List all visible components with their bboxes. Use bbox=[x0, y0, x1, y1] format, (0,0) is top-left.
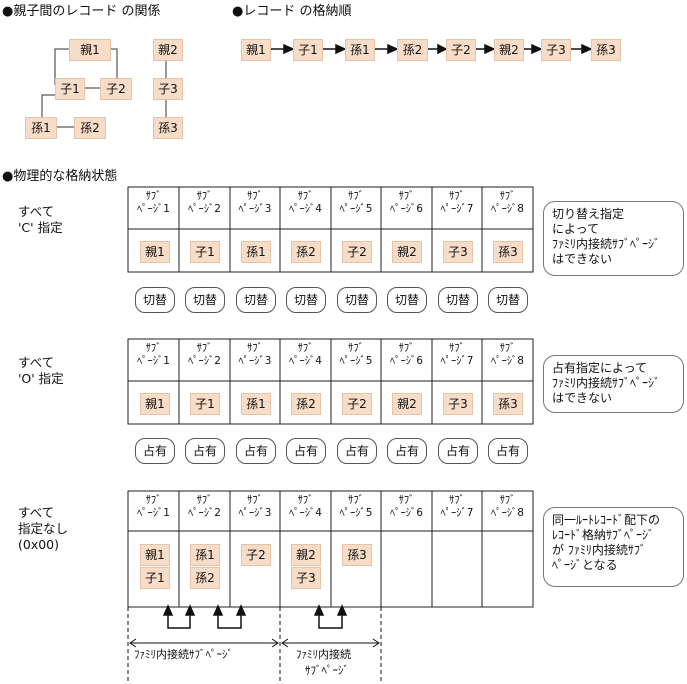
occupy-bubble: 占有 bbox=[438, 438, 478, 464]
subpage-header: ｻﾌﾞﾍﾟｰｼﾞ4 bbox=[289, 494, 322, 519]
grand2-box: 孫2 bbox=[74, 117, 106, 139]
family-label-2b: ｻﾌﾞﾍﾟｰｼﾞ bbox=[305, 664, 349, 677]
subpage-header: ｻﾌﾞﾍﾟｰｼﾞ2 bbox=[188, 342, 221, 367]
subpage-header: ｻﾌﾞﾍﾟｰｼﾞ1 bbox=[137, 494, 170, 519]
record-box: 子2 bbox=[342, 393, 372, 415]
subpage-header: ｻﾌﾞﾍﾟｰｼﾞ1 bbox=[137, 190, 170, 215]
order-item: 孫1 bbox=[345, 39, 375, 61]
record-box: 孫1 bbox=[241, 241, 271, 263]
occupy-bubble: 占有 bbox=[387, 438, 427, 464]
section-label: すべて 'O' 指定 bbox=[18, 355, 64, 386]
section-label: すべて 'C' 指定 bbox=[18, 204, 63, 235]
family-label-2: ﾌｧﾐﾘ内接続 bbox=[296, 648, 351, 661]
subpage-header: ｻﾌﾞﾍﾟｰｼﾞ2 bbox=[188, 494, 221, 519]
record-box: 子3 bbox=[443, 241, 473, 263]
occupy-bubble: 占有 bbox=[135, 438, 175, 464]
record-box: 孫2 bbox=[190, 567, 220, 589]
record-box: 親2 bbox=[392, 241, 422, 263]
order-item: 子2 bbox=[446, 39, 476, 61]
subpage-header: ｻﾌﾞﾍﾟｰｼﾞ4 bbox=[289, 190, 322, 215]
record-box: 子3 bbox=[291, 567, 321, 589]
child1-box: 子1 bbox=[55, 78, 85, 100]
record-box: 子1 bbox=[190, 241, 220, 263]
subpage-header: ｻﾌﾞﾍﾟｰｼﾞ3 bbox=[238, 494, 272, 519]
section-note: 占有指定によって ﾌｧﾐﾘ内接続ｻﾌﾞﾍﾟｰｼﾞ はできない bbox=[543, 355, 684, 413]
order-title: ●レコード の格納順 bbox=[232, 4, 352, 19]
record-box: 孫2 bbox=[291, 241, 321, 263]
occupy-bubble: 占有 bbox=[185, 438, 225, 464]
subpage-header: ｻﾌﾞﾍﾟｰｼﾞ3 bbox=[238, 190, 272, 215]
physical-title: ●物理的な格納状態 bbox=[2, 169, 118, 184]
child2-box: 子2 bbox=[100, 78, 132, 100]
subpage-header: ｻﾌﾞﾍﾟｰｼﾞ7 bbox=[440, 494, 474, 519]
record-box: 子1 bbox=[140, 567, 170, 589]
subpage-header: ｻﾌﾞﾍﾟｰｼﾞ6 bbox=[390, 342, 423, 367]
subpage-header: ｻﾌﾞﾍﾟｰｼﾞ5 bbox=[339, 190, 373, 215]
order-item: 子1 bbox=[293, 39, 323, 61]
occupy-bubble: 占有 bbox=[337, 438, 377, 464]
record-box: 子2 bbox=[342, 241, 372, 263]
family-label-1: ﾌｧﾐﾘ内接続ｻﾌﾞﾍﾟｰｼﾞ bbox=[134, 648, 233, 661]
record-box: 孫1 bbox=[241, 393, 271, 415]
grand1-box: 孫1 bbox=[25, 117, 57, 139]
switch-bubble: 切替 bbox=[185, 287, 225, 313]
occupy-bubble: 占有 bbox=[488, 438, 528, 464]
record-box: 親2 bbox=[291, 544, 321, 566]
switch-bubble: 切替 bbox=[438, 287, 478, 313]
record-box: 子1 bbox=[190, 393, 220, 415]
switch-bubble: 切替 bbox=[387, 287, 427, 313]
subpage-header: ｻﾌﾞﾍﾟｰｼﾞ7 bbox=[440, 342, 474, 367]
subpage-header: ｻﾌﾞﾍﾟｰｼﾞ8 bbox=[491, 494, 524, 519]
order-item: 孫2 bbox=[397, 39, 428, 61]
order-item: 親2 bbox=[494, 39, 524, 61]
order-item: 孫3 bbox=[591, 39, 621, 61]
subpage-header: ｻﾌﾞﾍﾟｰｼﾞ3 bbox=[238, 342, 272, 367]
section-note: 同一ﾙｰﾄﾚｺｰﾄﾞ配下の ﾚｺｰﾄﾞ格納ｻﾌﾞﾍﾟｰｼﾞ が ﾌｧﾐﾘ内接続ｻ… bbox=[543, 507, 684, 587]
switch-bubble: 切替 bbox=[236, 287, 276, 313]
record-box: 孫3 bbox=[493, 241, 523, 263]
parent2-box: 親2 bbox=[153, 39, 183, 61]
section-note: 切り替え指定 によって ﾌｧﾐﾘ内接続ｻﾌﾞﾍﾟｰｼﾞ はできない bbox=[543, 201, 684, 276]
order-item: 子3 bbox=[541, 39, 571, 61]
switch-bubble: 切替 bbox=[135, 287, 175, 313]
subpage-header: ｻﾌﾞﾍﾟｰｼﾞ4 bbox=[289, 342, 322, 367]
record-box: 親1 bbox=[140, 544, 170, 566]
occupy-bubble: 占有 bbox=[236, 438, 276, 464]
record-box: 親1 bbox=[140, 393, 170, 415]
switch-bubble: 切替 bbox=[286, 287, 326, 313]
record-box: 子2 bbox=[241, 544, 271, 566]
record-box: 親1 bbox=[140, 241, 170, 263]
subpage-header: ｻﾌﾞﾍﾟｰｼﾞ5 bbox=[339, 342, 373, 367]
record-box: 孫1 bbox=[190, 544, 220, 566]
subpage-header: ｻﾌﾞﾍﾟｰｼﾞ6 bbox=[390, 190, 423, 215]
child3-box: 子3 bbox=[153, 78, 183, 100]
subpage-header: ｻﾌﾞﾍﾟｰｼﾞ2 bbox=[188, 190, 221, 215]
subpage-header: ｻﾌﾞﾍﾟｰｼﾞ1 bbox=[137, 342, 170, 367]
occupy-bubble: 占有 bbox=[286, 438, 326, 464]
record-box: 親2 bbox=[392, 393, 422, 415]
subpage-header: ｻﾌﾞﾍﾟｰｼﾞ8 bbox=[491, 190, 524, 215]
grand3-box: 孫3 bbox=[153, 117, 183, 139]
order-item: 親1 bbox=[241, 39, 271, 61]
subpage-header: ｻﾌﾞﾍﾟｰｼﾞ6 bbox=[390, 494, 423, 519]
record-box: 子3 bbox=[443, 393, 473, 415]
subpage-header: ｻﾌﾞﾍﾟｰｼﾞ7 bbox=[440, 190, 474, 215]
record-box: 孫2 bbox=[291, 393, 321, 415]
switch-bubble: 切替 bbox=[337, 287, 377, 313]
relations-title: ●親子間のレコード の関係 bbox=[2, 4, 161, 19]
parent1-box: 親1 bbox=[69, 39, 111, 61]
section-label: すべて 指定なし (0x00) bbox=[18, 505, 69, 552]
subpage-header: ｻﾌﾞﾍﾟｰｼﾞ8 bbox=[491, 342, 524, 367]
subpage-header: ｻﾌﾞﾍﾟｰｼﾞ5 bbox=[339, 494, 373, 519]
switch-bubble: 切替 bbox=[488, 287, 528, 313]
record-box: 孫3 bbox=[342, 544, 372, 566]
record-box: 孫3 bbox=[493, 393, 523, 415]
